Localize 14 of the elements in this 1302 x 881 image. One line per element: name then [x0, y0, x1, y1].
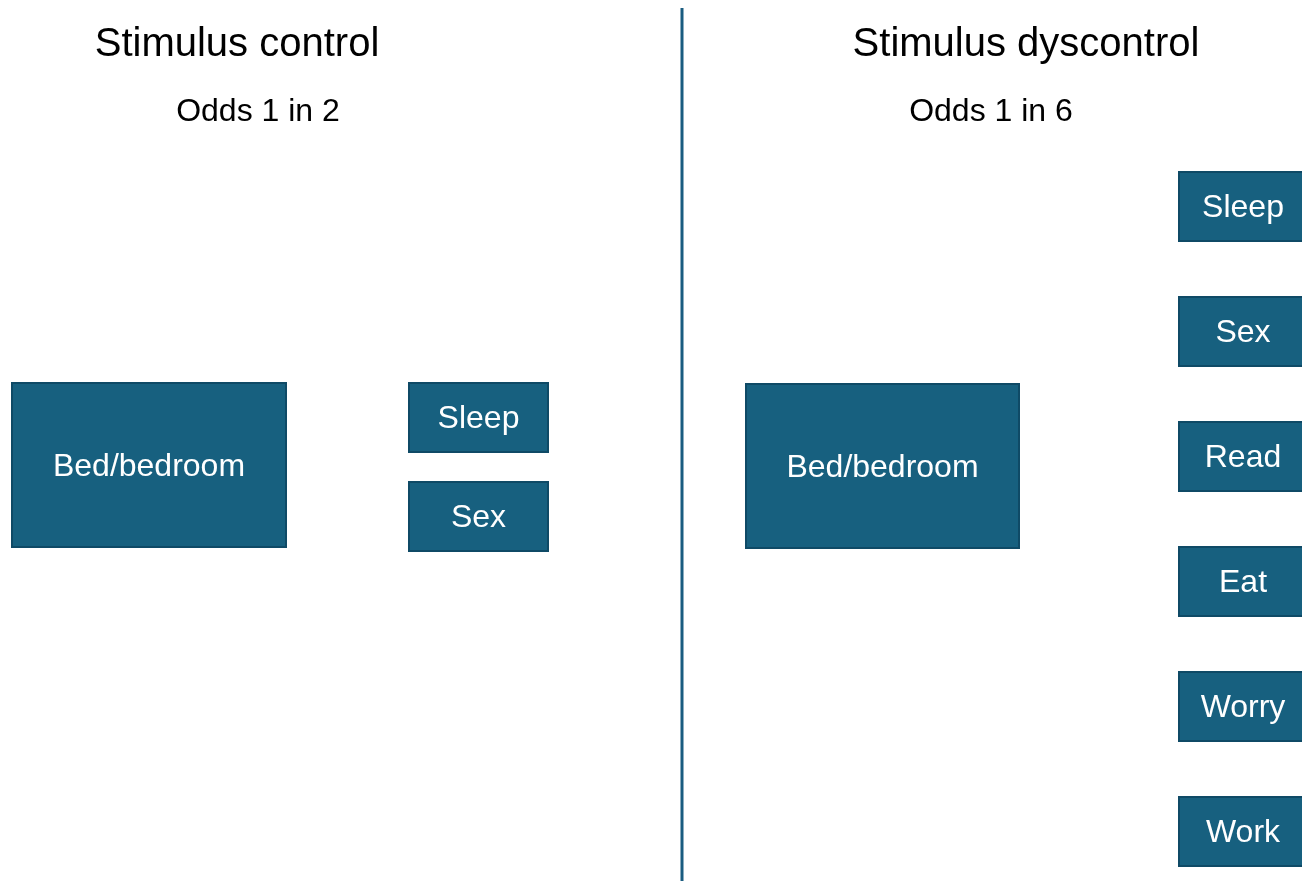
category-box: Sleep [408, 382, 549, 453]
category-box: Sleep [1178, 171, 1302, 242]
panel-heading: Stimulus dyscontrol [852, 20, 1200, 65]
category-box: Read [1178, 421, 1302, 492]
odds-label: Odds 1 in 6 [909, 92, 1073, 129]
category-box: Bed/bedroom [11, 382, 287, 548]
category-box: Sex [408, 481, 549, 552]
category-box: Sex [1178, 296, 1302, 367]
category-box: Work [1178, 796, 1302, 867]
category-box: Bed/bedroom [745, 383, 1020, 549]
category-box: Eat [1178, 546, 1302, 617]
panel-heading: Stimulus control [94, 20, 380, 65]
category-box: Worry [1178, 671, 1302, 742]
odds-label: Odds 1 in 2 [176, 92, 340, 129]
